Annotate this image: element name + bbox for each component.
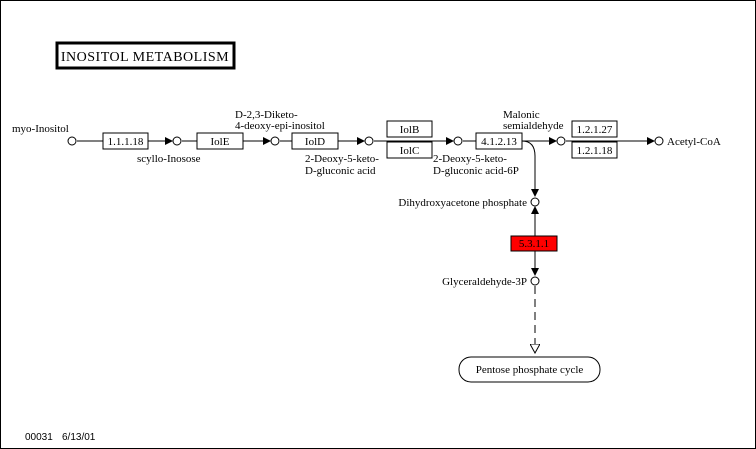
enzyme-iolc[interactable]: IolC <box>386 141 433 159</box>
svg-text:IolD: IolD <box>305 136 325 148</box>
label-dkgluconic6p-line1: 2-Deoxy-5-keto- <box>433 153 507 165</box>
compound-malonic-semialdehyde[interactable] <box>556 136 566 146</box>
edges <box>77 137 655 353</box>
enzyme-1-1-1-18[interactable]: 1.1.1.18 <box>102 132 149 150</box>
svg-text:Pentose phosphate cycle: Pentose phosphate cycle <box>476 364 584 376</box>
enzyme-iold[interactable]: IolD <box>291 132 339 150</box>
label-scyllo-inosose: scyllo-Inosose <box>137 153 201 165</box>
label-dkgluconic6p-line2: D-gluconic acid-6P <box>433 165 519 177</box>
label-malonic-line2: semialdehyde <box>503 120 564 132</box>
compound-scyllo-inosose[interactable] <box>172 136 182 146</box>
label-malonic-line1: Malonic <box>503 109 540 121</box>
compound-nodes <box>67 136 664 286</box>
svg-text:IolB: IolB <box>400 124 420 136</box>
compound-dhap[interactable] <box>530 197 540 207</box>
label-g3p: Glyceraldehyde-3P <box>442 276 527 288</box>
svg-text:4.1.2.13: 4.1.2.13 <box>481 136 517 148</box>
label-diketo-line1: D-2,3-Diketo- <box>235 109 298 121</box>
compound-g3p[interactable] <box>530 276 540 286</box>
pathway-link-pentose-phosphate[interactable]: Pentose phosphate cycle <box>458 356 601 383</box>
map-date: 6/13/01 <box>62 432 96 443</box>
label-myo-inositol: myo-Inositol <box>12 123 69 135</box>
enzyme-iolb[interactable]: IolB <box>386 120 433 138</box>
compound-myo-inositol[interactable] <box>67 136 77 146</box>
label-dhap: Dihydroxyacetone phosphate <box>398 197 527 209</box>
label-dkgluconic-line2: D-gluconic acid <box>305 165 376 177</box>
enzyme-1-2-1-27[interactable]: 1.2.1.27 <box>571 120 618 138</box>
enzyme-iole[interactable]: IolE <box>196 132 244 150</box>
compound-acetyl-coa[interactable] <box>654 136 664 146</box>
compound-deoxy-keto-gluconic-acid-6p[interactable] <box>453 136 463 146</box>
svg-text:1.2.1.27: 1.2.1.27 <box>577 124 613 136</box>
label-diketo-line2: 4-deoxy-epi-inositol <box>235 120 325 132</box>
enzyme-5-3-1-1[interactable]: 5.3.1.1 <box>510 235 558 252</box>
compound-deoxy-keto-gluconic-acid[interactable] <box>364 136 374 146</box>
svg-text:5.3.1.1: 5.3.1.1 <box>519 238 549 250</box>
label-acetyl-coa: Acetyl-CoA <box>667 136 721 148</box>
svg-text:IolE: IolE <box>211 136 230 148</box>
svg-text:IolC: IolC <box>400 145 420 157</box>
svg-text:1.2.1.18: 1.2.1.18 <box>577 145 613 157</box>
map-id: 00031 <box>25 432 53 443</box>
enzyme-1-2-1-18[interactable]: 1.2.1.18 <box>571 141 618 159</box>
map-title: INOSITOL METABOLISM <box>61 50 229 65</box>
compound-diketo-deoxy-epi-inositol[interactable] <box>270 136 280 146</box>
label-dkgluconic-line1: 2-Deoxy-5-keto- <box>305 153 379 165</box>
title-box: INOSITOL METABOLISM <box>55 41 236 70</box>
svg-text:1.1.1.18: 1.1.1.18 <box>108 136 144 148</box>
enzyme-4-1-2-13[interactable]: 4.1.2.13 <box>475 132 523 150</box>
